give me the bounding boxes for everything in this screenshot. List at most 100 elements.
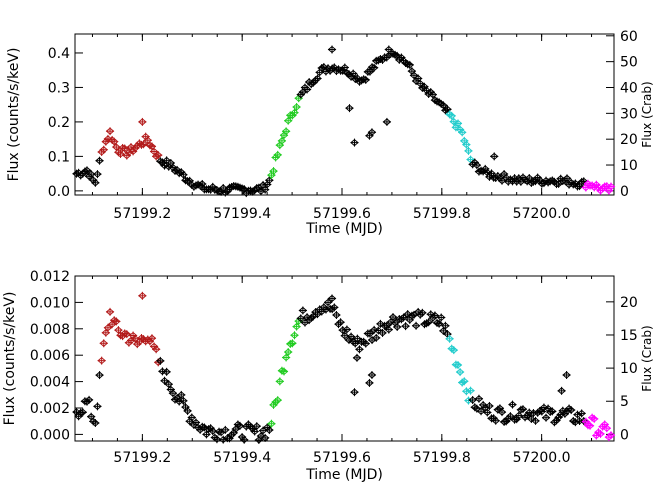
data-point <box>439 101 448 110</box>
data-point <box>449 346 459 355</box>
y-right-tick-label: 50 <box>620 55 638 71</box>
data-point <box>483 408 492 417</box>
data-point <box>453 360 463 369</box>
data-point <box>378 328 387 337</box>
x-tick-label: 57199.6 <box>313 206 371 222</box>
y-right-tick-label: 0 <box>620 184 629 200</box>
data-point <box>443 330 452 339</box>
data-point <box>147 334 157 343</box>
data-point <box>283 116 293 125</box>
data-point <box>313 74 322 83</box>
data-point <box>174 397 184 406</box>
data-point <box>369 63 379 72</box>
data-point <box>350 388 359 397</box>
data-point <box>99 145 109 154</box>
data-point <box>460 377 469 386</box>
x-tick-label: 57199.4 <box>213 206 271 222</box>
data-point <box>445 334 454 343</box>
data-point <box>273 396 282 405</box>
data-point <box>367 371 377 379</box>
x-tick-label: 57199.4 <box>213 450 271 466</box>
data-point <box>143 136 153 145</box>
x-tick-label: 57199.2 <box>113 206 171 222</box>
y-right-tick-label: 20 <box>620 132 638 148</box>
data-point <box>124 148 134 157</box>
x-tick-label: 57199.6 <box>313 450 371 466</box>
data-point <box>153 151 163 160</box>
data-point <box>428 90 438 99</box>
data-point <box>514 411 524 420</box>
data-point <box>116 149 125 158</box>
top-data-points <box>72 45 616 198</box>
x-tick-label: 57200.0 <box>513 450 571 466</box>
y-tick-label: 0.3 <box>48 80 70 96</box>
data-point <box>464 396 473 405</box>
data-point <box>489 152 499 161</box>
data-point <box>589 414 599 423</box>
data-point <box>466 386 475 395</box>
data-point <box>160 376 169 385</box>
data-point <box>112 317 121 326</box>
data-point <box>413 74 423 83</box>
data-point <box>562 371 571 379</box>
x-tick-label: 57199.2 <box>113 450 171 466</box>
data-point <box>298 306 308 315</box>
y-right-tick-label: 40 <box>620 80 638 96</box>
data-point <box>105 307 115 316</box>
data-point <box>436 313 446 322</box>
data-point <box>340 63 350 72</box>
y-tick-label: 0.000 <box>30 427 70 443</box>
data-point <box>506 412 515 421</box>
data-point <box>162 367 171 376</box>
data-point <box>474 394 484 403</box>
y-right-tick-label: 15 <box>620 328 638 344</box>
y-tick-label: 0.002 <box>30 401 70 417</box>
data-point <box>86 412 96 421</box>
data-point <box>365 378 374 387</box>
bottom-y-axis-right-label: Flux (Crab) <box>640 325 654 391</box>
y-tick-label: 0.4 <box>48 46 70 62</box>
data-point <box>91 178 100 187</box>
data-point <box>518 405 528 414</box>
data-point <box>401 322 410 331</box>
data-point <box>183 406 192 415</box>
data-point <box>457 128 467 137</box>
data-point <box>447 111 456 120</box>
data-point <box>179 396 188 405</box>
y-right-tick-label: 20 <box>620 295 638 311</box>
data-point <box>109 137 119 146</box>
data-point <box>541 413 551 422</box>
data-point <box>351 339 360 348</box>
top-plot-frame <box>74 33 615 196</box>
data-point <box>231 425 241 434</box>
bottom-y-axis-label: Flux (counts/s/keV) <box>2 292 18 426</box>
data-point <box>151 345 161 354</box>
y-tick-label: 0.1 <box>48 149 70 165</box>
data-point <box>411 321 421 330</box>
data-point <box>101 328 111 337</box>
data-point <box>382 117 392 126</box>
data-point <box>399 313 408 322</box>
data-point <box>265 176 274 185</box>
data-point <box>93 402 102 411</box>
data-point <box>430 311 440 320</box>
data-point <box>371 333 381 342</box>
data-point <box>606 182 616 191</box>
data-point <box>439 326 448 335</box>
data-point <box>279 367 289 376</box>
data-point <box>78 408 88 417</box>
data-point <box>418 308 427 317</box>
data-point <box>405 60 415 69</box>
data-point <box>332 310 341 319</box>
data-point <box>97 356 106 365</box>
data-point <box>91 419 100 428</box>
data-point <box>350 138 359 147</box>
data-point <box>531 416 540 425</box>
data-point <box>462 140 471 149</box>
data-point <box>345 104 354 113</box>
data-point <box>472 161 482 170</box>
data-point <box>221 425 230 434</box>
data-point <box>491 416 500 425</box>
